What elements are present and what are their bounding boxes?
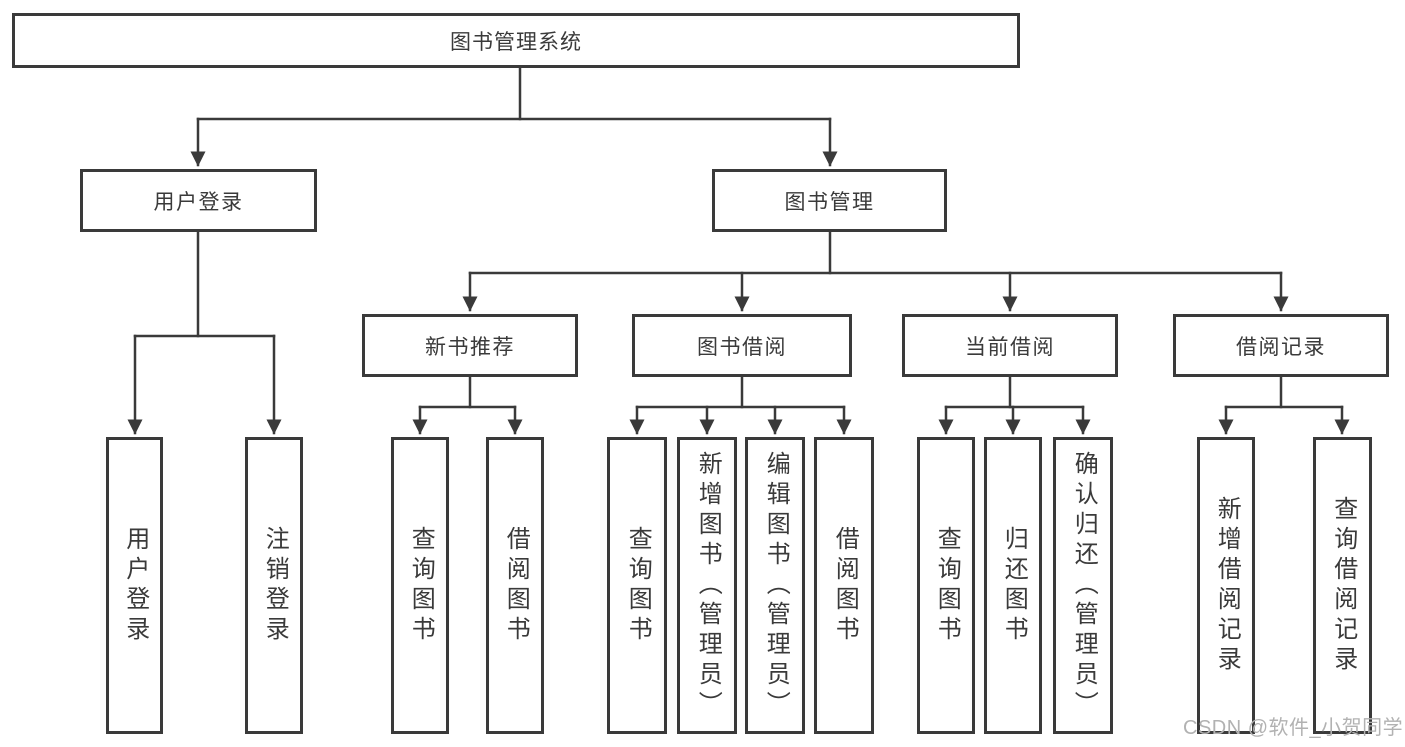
leaf-recommend-query-books: 查询图书 <box>391 437 449 734</box>
node-new-book-recommend-label: 新书推荐 <box>425 335 515 359</box>
node-current-borrow: 当前借阅 <box>902 314 1118 377</box>
node-root-label: 图书管理系统 <box>450 30 582 54</box>
node-current-borrow-label: 当前借阅 <box>965 335 1055 359</box>
leaf-label: 查询图书 <box>407 525 435 646</box>
node-root: 图书管理系统 <box>12 13 1020 68</box>
leaf-user-login-label: 用户登录 <box>121 525 149 646</box>
node-borrow-records-label: 借阅记录 <box>1236 335 1326 359</box>
leaf-recommend-borrow-books: 借阅图书 <box>486 437 544 734</box>
leaf-confirm-return-admin: 确认归还（管理员） <box>1053 437 1113 734</box>
node-book-management-label: 图书管理 <box>784 190 875 214</box>
leaf-borrow-books: 借阅图书 <box>814 437 874 734</box>
watermark: CSDN @软件_小贺同学 <box>1183 717 1404 739</box>
node-borrow-records: 借阅记录 <box>1173 314 1389 377</box>
leaf-label: 编辑图书（管理员） <box>762 450 790 721</box>
leaf-label: 新增图书（管理员） <box>694 450 722 721</box>
leaf-label: 查询图书 <box>624 525 652 646</box>
leaf-add-borrow-record: 新增借阅记录 <box>1197 437 1255 734</box>
leaf-label: 借阅图书 <box>831 525 859 646</box>
leaf-edit-books-admin: 编辑图书（管理员） <box>745 437 805 734</box>
leaf-return-books: 归还图书 <box>984 437 1042 734</box>
leaf-add-books-admin: 新增图书（管理员） <box>677 437 737 734</box>
leaf-user-login: 用户登录 <box>106 437 163 734</box>
leaf-label: 确认归还（管理员） <box>1070 450 1098 721</box>
leaf-borrow-query-books: 查询图书 <box>607 437 667 734</box>
leaf-label: 查询借阅记录 <box>1329 495 1357 676</box>
leaf-label: 借阅图书 <box>502 525 530 646</box>
leaf-current-query-books: 查询图书 <box>917 437 975 734</box>
leaf-label: 归还图书 <box>1000 525 1028 646</box>
node-book-management: 图书管理 <box>712 169 947 232</box>
leaf-logout: 注销登录 <box>245 437 303 734</box>
leaf-logout-label: 注销登录 <box>261 525 289 646</box>
leaf-label: 新增借阅记录 <box>1213 495 1241 676</box>
leaf-label: 查询图书 <box>933 525 961 646</box>
leaf-query-borrow-record: 查询借阅记录 <box>1313 437 1372 734</box>
node-user-login-label: 用户登录 <box>153 190 244 214</box>
node-book-borrow: 图书借阅 <box>632 314 852 377</box>
node-new-book-recommend: 新书推荐 <box>362 314 578 377</box>
node-user-login: 用户登录 <box>80 169 317 232</box>
node-book-borrow-label: 图书借阅 <box>697 335 787 359</box>
